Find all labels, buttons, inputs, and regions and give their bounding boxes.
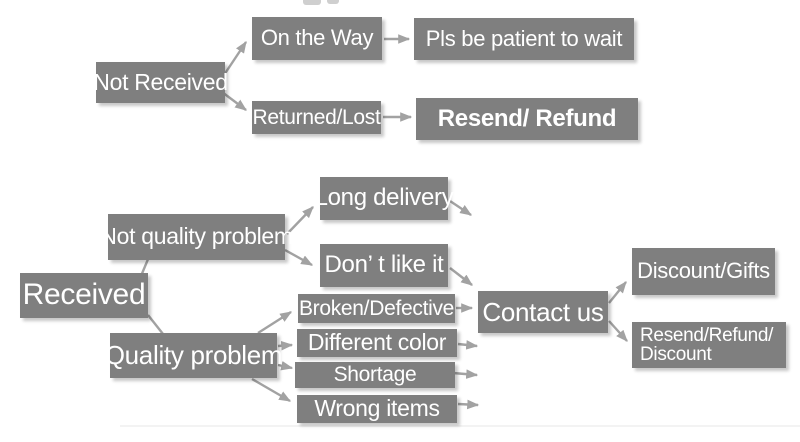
edge-quality-broken [257, 310, 293, 335]
flow-node-long-delivery: Long delivery [315, 177, 454, 220]
edge-shortage-contact-us [452, 369, 479, 379]
cropped-text-artifact [303, 0, 321, 5]
flow-node-resend-refund: Resend/ Refund [416, 98, 638, 140]
flow-node-received: Received [20, 273, 148, 318]
edge-quality-different-color [277, 340, 294, 351]
edge-not-received-on-the-way [221, 41, 247, 79]
flow-node-quality-problem: Quality problem [105, 333, 283, 378]
edge-contact-us-resend-refund-discount [608, 320, 628, 342]
edge-quality-shortage [277, 361, 294, 371]
flow-node-resend-refund-discount: Resend/Refund/ Discount [632, 322, 786, 368]
edge-not-received-returned-lost [221, 91, 247, 111]
flow-node-broken-defective: Broken/Defective [298, 294, 455, 323]
edge-received-quality [147, 314, 164, 335]
bottom-divider-line [120, 425, 800, 427]
flow-node-shortage: Shortage [295, 362, 455, 388]
flow-node-not-received: Not Received [93, 62, 228, 103]
flow-node-different-color: Different color [297, 329, 457, 357]
edge-contact-us-discount-gifts [608, 281, 627, 304]
flow-node-on-the-way: On the Way [252, 17, 382, 60]
edge-long-delivery-out [449, 200, 472, 216]
edge-not-quality-long-delivery [286, 206, 314, 235]
edge-quality-wrong-items [251, 377, 292, 403]
flow-node-pls-be-patient: Pls be patient to wait [414, 18, 634, 60]
edge-dont-like-contact-us [449, 267, 473, 286]
flow-node-wrong-items: Wrong items [297, 395, 457, 423]
flow-node-contact-us: Contact us [478, 291, 608, 333]
flow-node-not-quality-problem: Not quality problem [100, 214, 293, 260]
flow-node-returned-lost: Returned/Lost [252, 101, 381, 134]
cropped-text-artifact [327, 0, 339, 4]
flow-node-dont-like-it: Don’ t like it [320, 244, 448, 287]
edge-not-quality-dont-like [284, 248, 314, 267]
flow-node-discount-gifts: Discount/Gifts [632, 248, 775, 295]
edge-different-color-contact-us [457, 340, 479, 350]
edge-wrong-items-contact-us [457, 399, 480, 410]
